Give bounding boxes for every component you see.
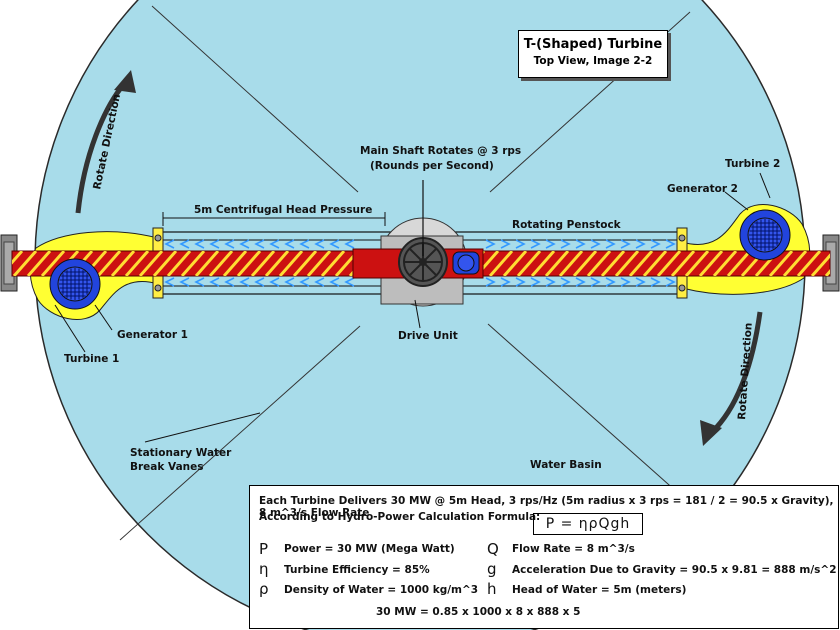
flow-chevron bbox=[575, 239, 586, 249]
flow-chevron bbox=[515, 277, 526, 287]
generator-2 bbox=[739, 209, 791, 261]
flow-chevron bbox=[254, 277, 265, 287]
flow-chevron bbox=[269, 239, 280, 249]
shaft-label: Main Shaft Rotates @ 3 rps bbox=[360, 145, 521, 157]
flow-chevron bbox=[500, 239, 511, 249]
flow-chevron bbox=[560, 239, 571, 249]
flow-chevron bbox=[224, 239, 235, 249]
formula-panel: Each Turbine Delivers 30 MW @ 5m Head, 3… bbox=[249, 485, 839, 629]
flow-chevron bbox=[314, 239, 325, 249]
flow-chevron bbox=[164, 239, 175, 249]
flow-chevron bbox=[620, 239, 631, 249]
shaft-sub-label: (Rounds per Second) bbox=[370, 160, 494, 172]
flow-chevron bbox=[665, 277, 676, 287]
head-pressure-label: 5m Centrifugal Head Pressure bbox=[194, 204, 372, 216]
break-vane bbox=[119, 325, 361, 541]
flow-chevron bbox=[299, 277, 310, 287]
flow-chevron bbox=[329, 277, 340, 287]
flow-chevron bbox=[665, 239, 676, 249]
flow-chevron bbox=[224, 277, 235, 287]
diagram-title: T-(Shaped) Turbine bbox=[523, 37, 663, 52]
term-text: Density of Water = 1000 kg/m^3 bbox=[284, 584, 479, 596]
flow-chevron bbox=[239, 277, 250, 287]
title-box: T-(Shaped) Turbine Top View, Image 2-2 bbox=[518, 30, 668, 78]
flow-chevron bbox=[239, 239, 250, 249]
generator-1 bbox=[49, 258, 101, 310]
pointer-lines bbox=[54, 172, 771, 443]
flow-chevron bbox=[650, 239, 661, 249]
flow-chevron bbox=[194, 239, 205, 249]
flow-chevron bbox=[500, 277, 511, 287]
flow-chevron bbox=[485, 239, 496, 249]
flow-chevron bbox=[635, 277, 646, 287]
flow-chevron bbox=[605, 239, 616, 249]
formula-intro-line2: According to Hydro-Power Calculation For… bbox=[259, 511, 541, 523]
flow-chevron bbox=[545, 277, 556, 287]
flow-chevron bbox=[530, 239, 541, 249]
term-text: Head of Water = 5m (meters) bbox=[512, 584, 687, 596]
generator-1-label: Generator 1 bbox=[117, 329, 188, 341]
term-text: Turbine Efficiency = 85% bbox=[284, 564, 430, 576]
flow-chevron bbox=[269, 277, 280, 287]
penstock-label: Rotating Penstock bbox=[512, 219, 622, 231]
flow-chevron bbox=[590, 277, 601, 287]
flow-chevron bbox=[605, 277, 616, 287]
flow-chevron bbox=[314, 277, 325, 287]
break-vane bbox=[151, 5, 359, 193]
flow-chevron bbox=[635, 239, 646, 249]
flow-chevron bbox=[650, 277, 661, 287]
flow-chevron bbox=[209, 277, 220, 287]
flow-chevron bbox=[530, 277, 541, 287]
term-symbol: h bbox=[487, 580, 497, 598]
flow-arrows bbox=[164, 239, 676, 287]
term-text: Power = 30 MW (Mega Watt) bbox=[284, 543, 455, 555]
drive-motor bbox=[452, 251, 480, 275]
flow-chevron bbox=[515, 239, 526, 249]
rotate-arrow-left bbox=[75, 70, 136, 214]
rotate-arrow-right bbox=[700, 311, 763, 446]
head-pressure-dimension bbox=[162, 212, 386, 226]
flow-chevron bbox=[194, 277, 205, 287]
vanes-label-line1: Stationary Water bbox=[130, 447, 232, 459]
term-symbol: η bbox=[259, 560, 269, 578]
turbine-1-label: Turbine 1 bbox=[64, 353, 119, 365]
term-symbol: Q bbox=[487, 540, 499, 558]
generator-2-label: Generator 2 bbox=[667, 183, 738, 195]
flow-chevron bbox=[299, 239, 310, 249]
flow-chevron bbox=[284, 277, 295, 287]
formula-intro-line1: Each Turbine Delivers 30 MW @ 5m Head, 3… bbox=[259, 495, 834, 519]
water-basin-label: Water Basin bbox=[530, 459, 602, 471]
term-symbol: g bbox=[487, 560, 497, 578]
flow-chevron bbox=[590, 239, 601, 249]
flow-chevron bbox=[344, 239, 355, 249]
term-text: Acceleration Due to Gravity = 90.5 x 9.8… bbox=[512, 564, 837, 576]
flow-chevron bbox=[254, 239, 265, 249]
flow-chevron bbox=[485, 277, 496, 287]
flow-chevron bbox=[179, 239, 190, 249]
vanes-label-line2: Break Vanes bbox=[130, 461, 204, 473]
power-calculation: 30 MW = 0.85 x 1000 x 8 x 888 x 5 bbox=[376, 606, 581, 618]
flow-chevron bbox=[575, 277, 586, 287]
term-text: Flow Rate = 8 m^3/s bbox=[512, 543, 635, 555]
diagram-subtitle: Top View, Image 2-2 bbox=[533, 55, 653, 67]
term-symbol: ρ bbox=[259, 580, 269, 598]
turbine-2-label: Turbine 2 bbox=[725, 158, 780, 170]
flow-chevron bbox=[344, 277, 355, 287]
drive-unit-label: Drive Unit bbox=[398, 330, 458, 342]
flow-chevron bbox=[164, 277, 175, 287]
flow-chevron bbox=[545, 239, 556, 249]
flow-chevron bbox=[179, 277, 190, 287]
flow-chevron bbox=[329, 239, 340, 249]
power-formula: P = ηρQgh bbox=[533, 513, 643, 535]
flow-chevron bbox=[209, 239, 220, 249]
term-symbol: P bbox=[259, 540, 269, 558]
flow-chevron bbox=[620, 277, 631, 287]
flow-chevron bbox=[560, 277, 571, 287]
flow-chevron bbox=[284, 239, 295, 249]
